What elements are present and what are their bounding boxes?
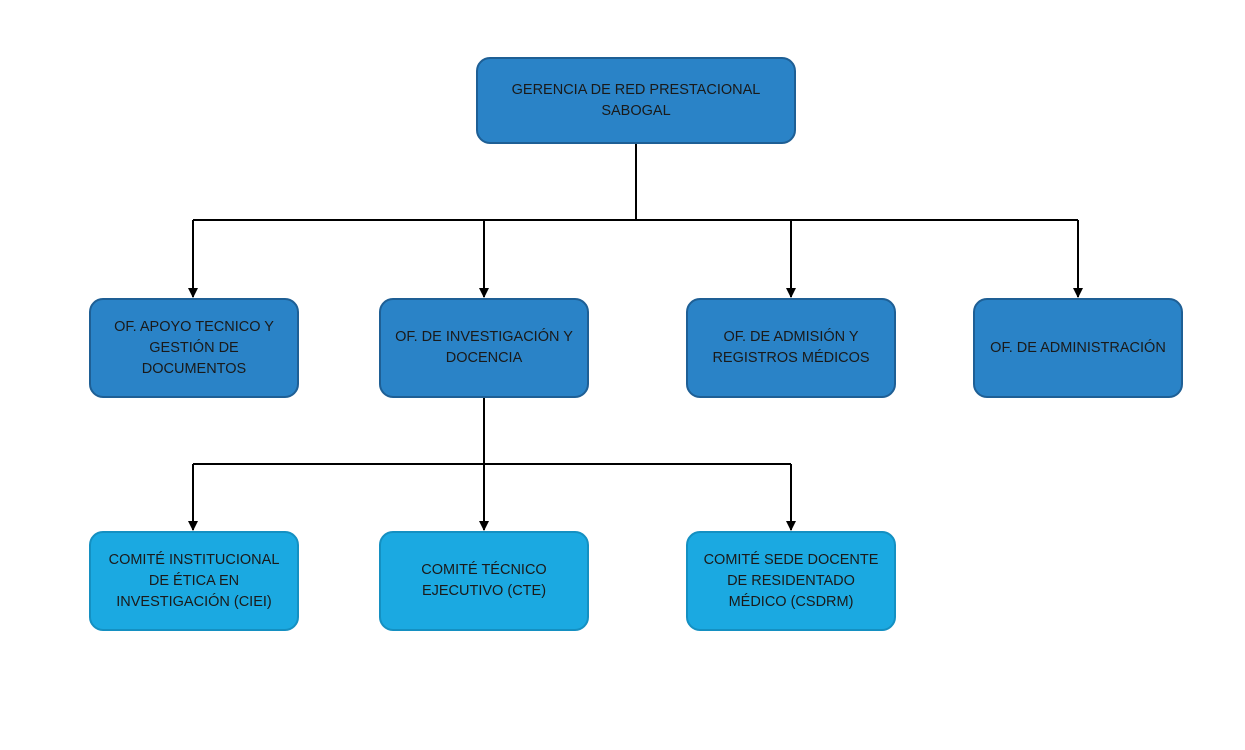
node-of-apoyo-tecnico: OF. APOYO TECNICO Y GESTIÓN DE DOCUMENTO… <box>89 298 299 398</box>
node-comite-csdrm: COMITÉ SEDE DOCENTE DE RESIDENTADO MÉDIC… <box>686 531 896 631</box>
node-of-admision-registros: OF. DE ADMISIÓN Y REGISTROS MÉDICOS <box>686 298 896 398</box>
node-label: COMITÉ INSTITUCIONAL DE ÉTICA EN INVESTI… <box>108 551 280 610</box>
node-label: OF. DE INVESTIGACIÓN Y DOCENCIA <box>395 329 573 366</box>
node-of-investigacion-docencia: OF. DE INVESTIGACIÓN Y DOCENCIA <box>379 298 589 398</box>
node-of-administracion: OF. DE ADMINISTRACIÓN <box>973 298 1183 398</box>
node-comite-ciei: COMITÉ INSTITUCIONAL DE ÉTICA EN INVESTI… <box>89 531 299 631</box>
node-label: OF. DE ADMINISTRACIÓN <box>990 339 1166 356</box>
node-label: OF. DE ADMISIÓN Y REGISTROS MÉDICOS <box>712 329 870 366</box>
node-label: COMITÉ SEDE DOCENTE DE RESIDENTADO MÉDIC… <box>703 551 879 610</box>
node-gerencia-red-prestacional: GERENCIA DE RED PRESTACIONAL SABOGAL <box>476 57 796 144</box>
node-label: OF. APOYO TECNICO Y GESTIÓN DE DOCUMENTO… <box>114 318 274 377</box>
node-label: COMITÉ TÉCNICO EJECUTIVO (CTE) <box>421 562 547 599</box>
node-comite-cte: COMITÉ TÉCNICO EJECUTIVO (CTE) <box>379 531 589 631</box>
node-label: GERENCIA DE RED PRESTACIONAL SABOGAL <box>511 81 761 119</box>
